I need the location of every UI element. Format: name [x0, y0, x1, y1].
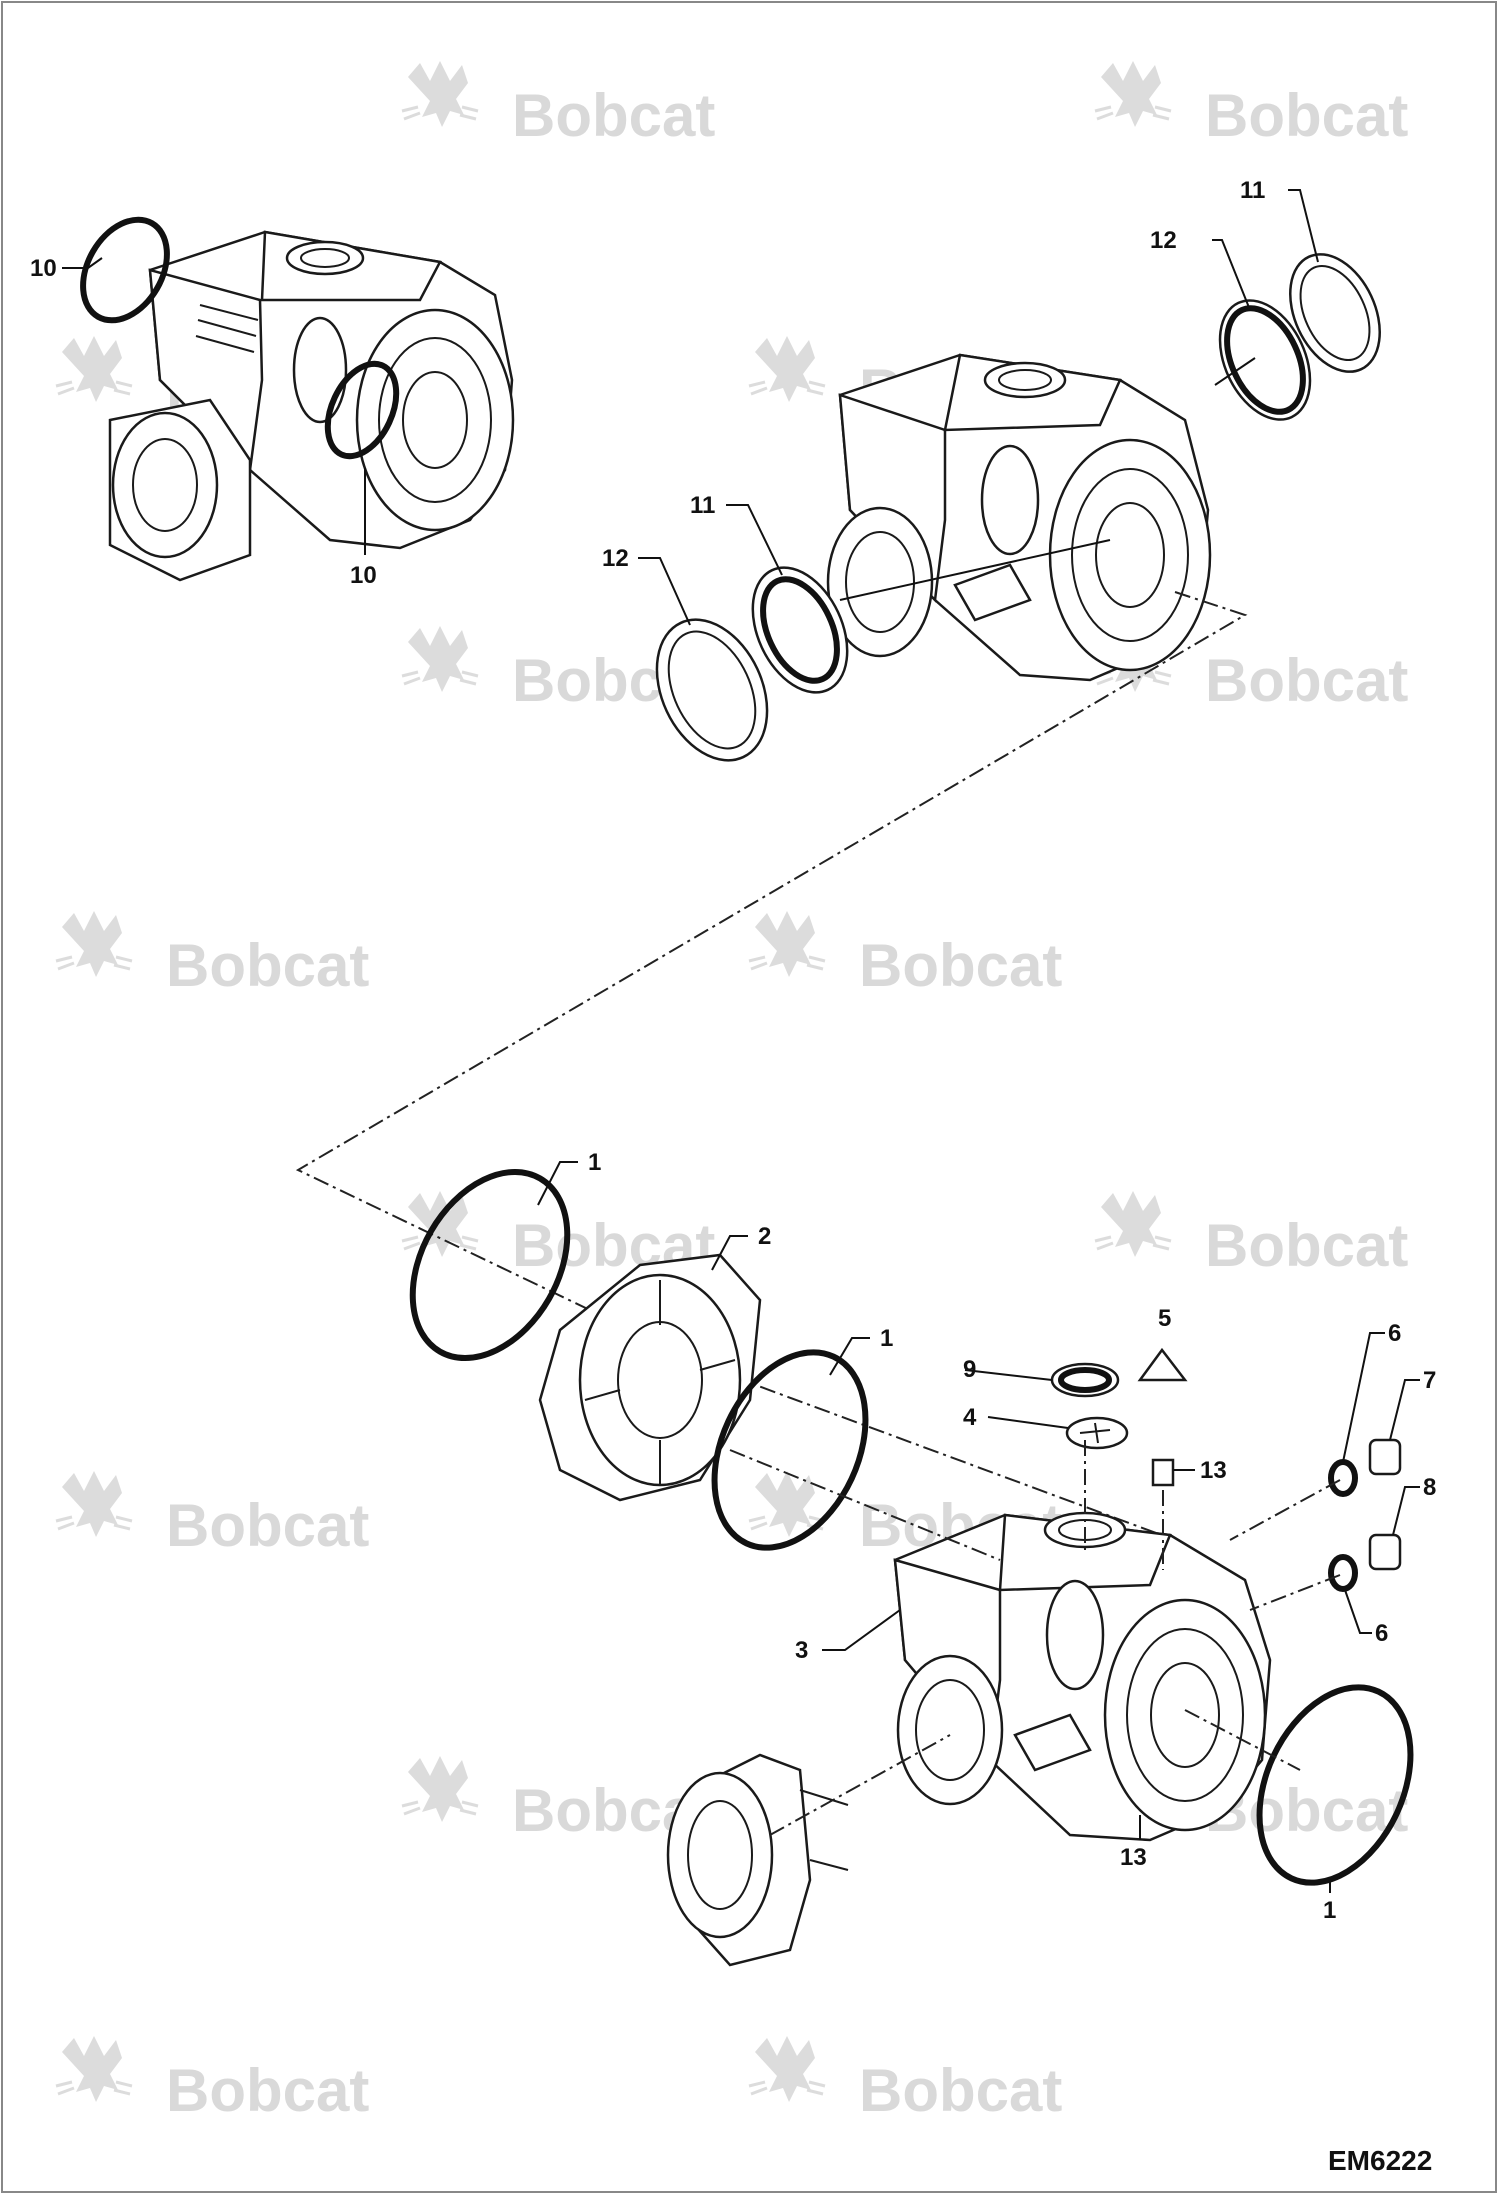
flange-bottom — [666, 1753, 849, 1967]
alignment-line — [1249, 1574, 1341, 1611]
callout-11: 11 — [690, 492, 715, 519]
callout-11: 11 — [1240, 177, 1265, 204]
watermark-text: Bobcat — [1205, 1212, 1408, 1279]
callouts: 10 10 11 12 11 12 1 2 1 5 9 4 13 6 7 8 6… — [30, 177, 1436, 1924]
bearing-12-left — [655, 618, 769, 762]
callout-9: 9 — [963, 1356, 976, 1383]
small-parts — [1050, 1347, 1402, 1592]
callout-2: 2 — [758, 1223, 771, 1250]
callout-1: 1 — [588, 1149, 601, 1176]
callout-13: 13 — [1120, 1844, 1147, 1871]
alignment-line — [729, 1449, 1001, 1561]
leader-line — [839, 539, 1111, 601]
leader-lines — [62, 189, 1420, 1893]
cover-2 — [538, 1253, 762, 1502]
housing-top-left — [108, 230, 515, 582]
callout-10: 10 — [350, 562, 377, 589]
alignment-line — [295, 591, 1248, 1541]
housing-top-right — [826, 353, 1212, 682]
callout-6: 6 — [1375, 1620, 1388, 1647]
housing-3 — [893, 1511, 1272, 1842]
callout-1: 1 — [1323, 1897, 1336, 1924]
bearing-12-right — [1218, 299, 1312, 421]
callout-4: 4 — [963, 1404, 977, 1431]
watermark-text: Bobcat — [859, 932, 1062, 999]
callout-13: 13 — [1200, 1457, 1227, 1484]
washer-6-upper — [1328, 1459, 1358, 1497]
seal-11-left — [751, 566, 849, 694]
alignment-line — [1229, 1479, 1341, 1541]
breather-5 — [1137, 1347, 1188, 1382]
plug-8 — [1368, 1533, 1402, 1571]
o-ring-10-center — [324, 360, 400, 460]
callout-1: 1 — [880, 1325, 893, 1352]
callout-7: 7 — [1423, 1367, 1436, 1394]
ring-9-inner — [1058, 1367, 1112, 1393]
watermark-text: Bobcat — [859, 2057, 1062, 2124]
alignment-line — [1184, 1709, 1301, 1771]
watermark-text: Bobcat — [512, 82, 715, 149]
callout-12: 12 — [602, 545, 629, 572]
leader-line — [1214, 357, 1256, 386]
figure-reference: EM6222 — [1328, 2145, 1432, 2176]
watermark-text: Bobcat — [166, 1492, 369, 1559]
callout-8: 8 — [1423, 1474, 1436, 1501]
callout-12: 12 — [1150, 227, 1177, 254]
plug-7 — [1368, 1438, 1402, 1476]
fitting-13 — [1151, 1458, 1175, 1487]
seal-11-right — [1289, 253, 1381, 373]
callout-5: 5 — [1158, 1305, 1171, 1332]
o-ring-1-upper — [409, 1168, 571, 1362]
callout-10: 10 — [30, 255, 57, 282]
o-ring-10-left — [80, 216, 170, 324]
watermark-text: Bobcat — [1205, 82, 1408, 149]
o-ring-1-middle — [711, 1349, 869, 1551]
washer-6-lower — [1328, 1554, 1358, 1592]
watermark-text: Bobcat — [166, 932, 369, 999]
watermark-text: Bobcat — [1205, 647, 1408, 714]
alignment-line — [769, 1734, 951, 1836]
callout-3: 3 — [795, 1637, 808, 1664]
callout-6: 6 — [1388, 1320, 1401, 1347]
watermark-text: Bobcat — [166, 2057, 369, 2124]
